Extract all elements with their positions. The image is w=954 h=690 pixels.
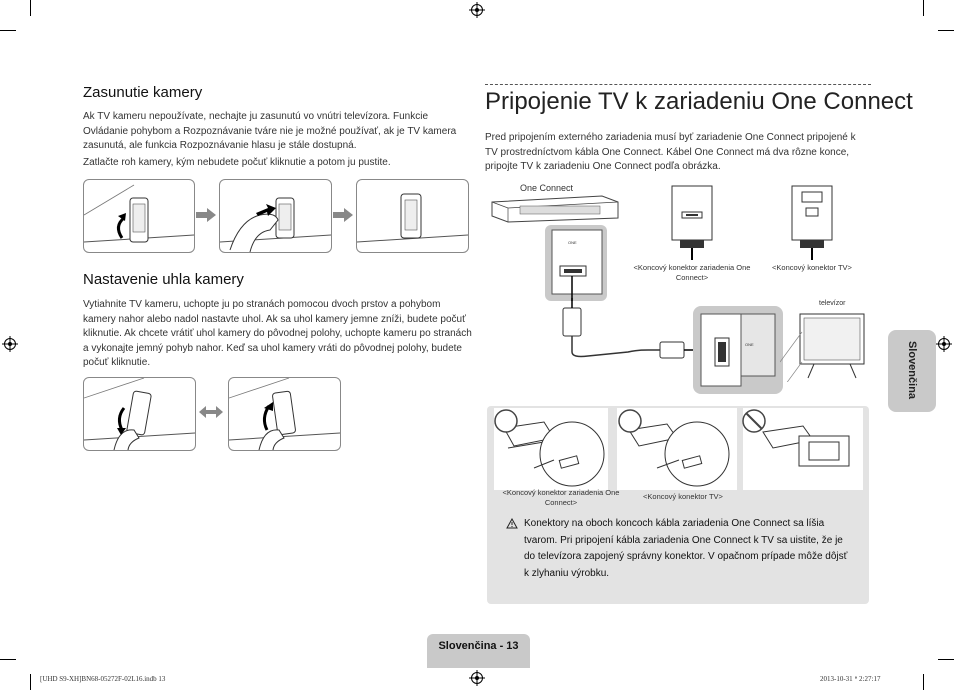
- check-circle-icon: [494, 409, 518, 433]
- tv-label: televízor: [819, 300, 846, 307]
- tv-end-connector: [791, 185, 833, 260]
- camera-angle-illustration-1: [83, 377, 196, 451]
- camera-illustration-2: [219, 179, 332, 253]
- box-tv-caption: <Koncový konektor TV>: [643, 492, 723, 501]
- tv-diagram: [780, 313, 865, 382]
- warning-triangle-icon: [506, 518, 518, 529]
- camera-angle-paragraph: Vytiahnite TV kameru, uchopte ju po stra…: [83, 299, 472, 368]
- oc-connector-caption: <Koncový konektor zariadenia One Connect…: [633, 263, 751, 282]
- registration-mark-icon: [469, 2, 485, 18]
- section-divider: [485, 84, 871, 85]
- arrow-right-icon: [196, 208, 216, 222]
- crop-mark: [938, 659, 954, 660]
- page-title: Pripojenie TV k zariadeniu One Connect: [485, 88, 913, 115]
- crop-mark: [938, 30, 954, 31]
- double-arrow-icon: [199, 406, 223, 418]
- svg-text:ONE: ONE: [568, 240, 577, 245]
- warning-panel: <Koncový konektor zariadenia One Connect…: [487, 406, 869, 604]
- one-connect-label: One Connect: [520, 183, 574, 193]
- correct-oc-illustration: [494, 408, 608, 490]
- section-heading-camera-angle: Nastavenie uhla kamery: [83, 271, 244, 288]
- tv-connector-caption: <Koncový konektor TV>: [772, 263, 852, 272]
- intro-paragraph: Pred pripojením externého zariadenia mus…: [485, 132, 856, 172]
- camera-illustration-1: [83, 179, 195, 253]
- language-side-tab-label: Slovenčina: [906, 340, 918, 400]
- crop-mark: [0, 659, 16, 660]
- svg-text:ONE: ONE: [745, 342, 754, 347]
- section-heading-retract-camera: Zasunutie kamery: [83, 84, 203, 101]
- date-info: 2013-10-31 ꢀ 2:27:17: [820, 675, 881, 683]
- crop-mark: [0, 30, 16, 31]
- prohibited-icon: [742, 409, 766, 433]
- tv-port-zoom-diagram: ONE: [693, 306, 783, 394]
- retract-camera-instruction: Zatlačte roh kamery, kým nebudete počuť …: [83, 157, 391, 168]
- check-circle-icon: [618, 409, 642, 433]
- file-info: [UHD S9-XH]BN68-05272F-02L16.indb 13: [40, 675, 166, 683]
- crop-mark: [30, 0, 31, 16]
- registration-mark-icon: [936, 336, 952, 352]
- arrow-right-icon: [333, 208, 353, 222]
- page-number-tab: Slovenčina - 13: [427, 634, 530, 668]
- camera-angle-illustration-2: [228, 377, 341, 451]
- one-connect-cable-diagram: [562, 298, 698, 359]
- crop-mark: [30, 674, 31, 690]
- warning-text: Konektory na oboch koncoch kábla zariade…: [524, 518, 848, 579]
- box-oc-caption: <Koncový konektor zariadenia One Connect…: [502, 488, 620, 507]
- one-connect-device-diagram: ONE: [491, 195, 619, 301]
- registration-mark-icon: [469, 670, 485, 686]
- correct-tv-illustration: [617, 408, 737, 490]
- one-connect-end-connector: [671, 185, 713, 260]
- retract-camera-paragraph: Ak TV kameru nepoužívate, nechajte ju za…: [83, 111, 457, 151]
- camera-illustration-3: [356, 179, 469, 253]
- crop-mark: [923, 0, 924, 16]
- language-side-tab: Slovenčina: [888, 330, 936, 412]
- registration-mark-icon: [2, 336, 18, 352]
- page-number-label: Slovenčina - 13: [438, 640, 519, 652]
- crop-mark: [923, 674, 924, 690]
